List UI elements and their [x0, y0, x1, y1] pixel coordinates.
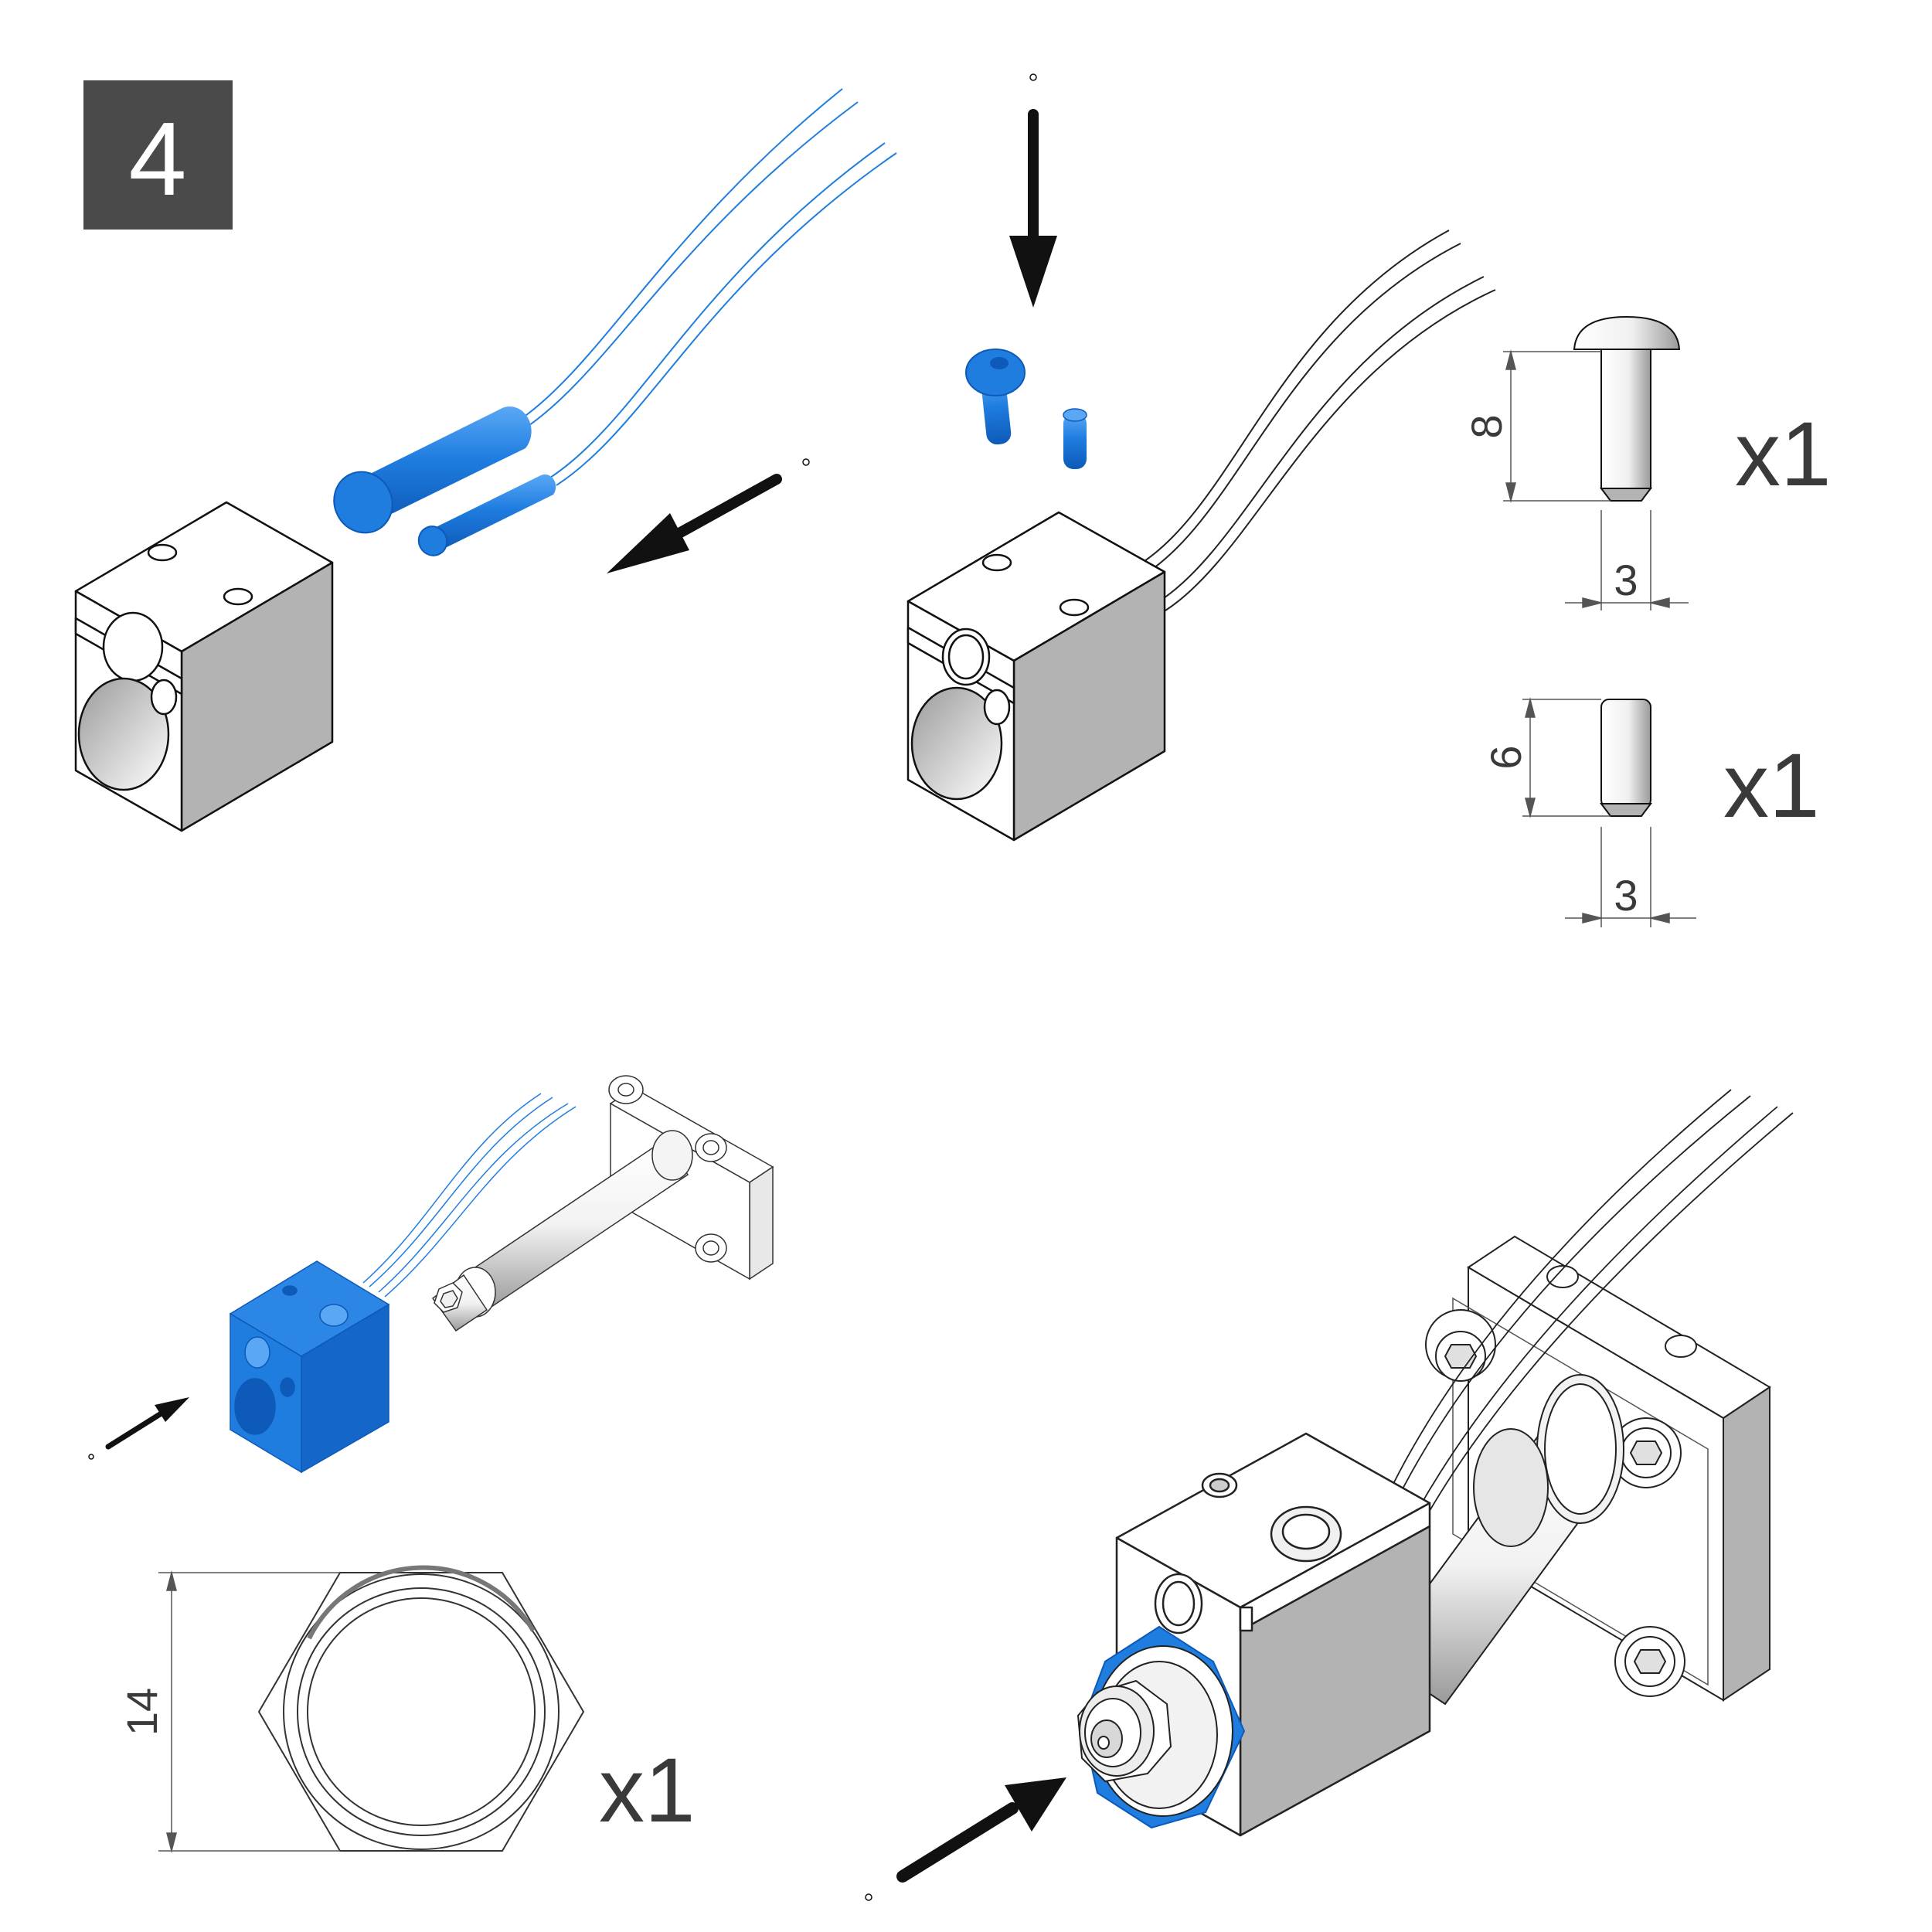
thin-blue-wires — [362, 1093, 577, 1298]
nut-width-label: 14 — [117, 1688, 166, 1736]
bolt-diameter-dimension — [1565, 510, 1689, 611]
heater-block-assembled-icon — [906, 511, 1166, 842]
pin-drawing-icon — [1600, 699, 1652, 817]
blue-wires — [517, 88, 897, 486]
pin-spec: 6 3 x1 — [1481, 697, 1820, 927]
bolt-drawing-icon — [1573, 315, 1681, 502]
blue-heater-block-icon — [229, 1260, 390, 1474]
heater-block-icon — [74, 501, 334, 832]
heater-cartridge-icon — [333, 406, 532, 534]
nozzle-icon — [1077, 1679, 1172, 1783]
hex-nut-icon — [257, 1565, 585, 1852]
blue-bolt-icon — [965, 349, 1026, 445]
pin-length-label: 6 — [1481, 745, 1530, 769]
pin-length-dimension — [1522, 697, 1611, 818]
bolt-quantity: x1 — [1735, 403, 1832, 505]
pin-diameter-label: 3 — [1614, 871, 1638, 920]
panel-tighten-nut — [865, 1089, 1794, 1901]
nut-arrow-icon — [865, 1777, 1066, 1901]
thermistor-icon — [417, 474, 556, 556]
insert-arrow-icon — [607, 458, 810, 573]
panel-mount-block — [88, 1075, 774, 1474]
pin-quantity: x1 — [1723, 735, 1820, 837]
step-badge-box — [83, 80, 233, 230]
heatbreak-tube-icon — [431, 1130, 693, 1332]
step-badge: 4 — [83, 80, 233, 230]
blue-pin-icon — [1063, 408, 1087, 469]
panel-fasten-block — [906, 73, 1496, 842]
black-wires — [1139, 230, 1496, 611]
large-heatbreak-icon — [1374, 1374, 1624, 1706]
bolt-length-label: 8 — [1462, 414, 1511, 438]
bolt-spec: 8 3 x1 — [1462, 315, 1832, 611]
down-arrow-icon — [1009, 73, 1057, 308]
nut-width-dimension — [158, 1570, 340, 1853]
bolt-length-dimension — [1503, 349, 1611, 503]
nut-spec: 14 x1 — [117, 1565, 696, 1853]
heatsink-plate-icon — [608, 1075, 774, 1281]
nut-quantity: x1 — [599, 1740, 696, 1842]
panel-insert-cartridges — [74, 88, 897, 832]
step-number: 4 — [128, 100, 186, 217]
mount-arrow-icon — [88, 1397, 189, 1460]
bolt-diameter-label: 3 — [1614, 556, 1638, 604]
pin-diameter-dimension — [1565, 827, 1696, 927]
